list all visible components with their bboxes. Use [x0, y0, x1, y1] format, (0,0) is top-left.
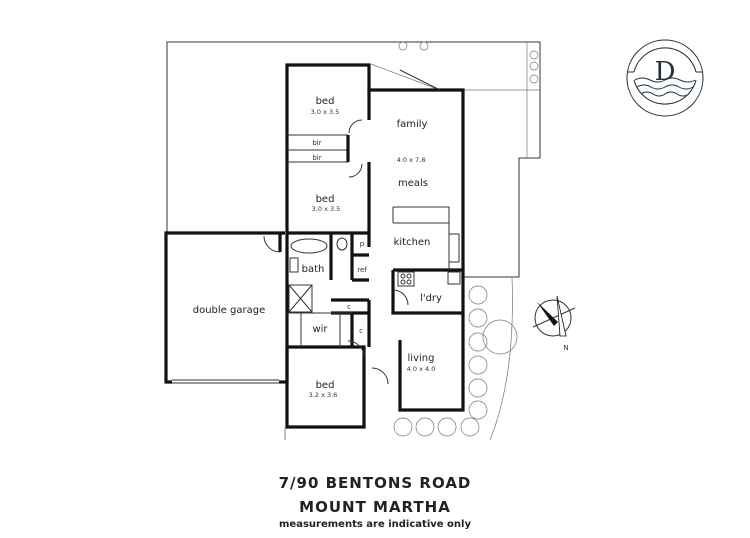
- house-walls: [285, 63, 465, 429]
- room-label: ref: [357, 266, 367, 274]
- garage: [164, 231, 286, 384]
- address-line2: MOUNT MARTHA: [299, 498, 451, 516]
- room-size: 3.2 x 3.6: [309, 391, 338, 399]
- room-label: living: [408, 353, 435, 364]
- lot-boundary: [166, 41, 541, 441]
- room-label: family: [397, 119, 428, 130]
- brand-logo: D: [626, 39, 704, 117]
- room-size: 3.0 x 3.5: [311, 108, 340, 116]
- logo-letter: D: [655, 57, 676, 87]
- room-label: wir: [312, 324, 328, 335]
- room-label: kitchen: [394, 237, 431, 248]
- room-label: bed: [316, 194, 335, 205]
- disclaimer: measurements are indicative only: [279, 519, 471, 530]
- room-label: c: [347, 303, 351, 311]
- room-label: double garage: [193, 305, 265, 316]
- north-compass-icon: N: [532, 295, 576, 352]
- room-label: p: [360, 240, 365, 248]
- room-label: bir: [312, 154, 321, 162]
- room-label: bath: [302, 264, 325, 275]
- room-label: bed: [316, 380, 335, 391]
- compass-label: N: [563, 344, 568, 352]
- room-label: l'dry: [420, 293, 442, 304]
- room-label: bir: [312, 139, 321, 147]
- room-size: 4.0 x 4.0: [407, 365, 436, 373]
- room-label: meals: [398, 178, 428, 189]
- room-size: 4.0 x 7.8: [397, 156, 426, 164]
- room-label: bed: [316, 96, 335, 107]
- room-label: c: [359, 327, 363, 335]
- trees: [393, 41, 539, 437]
- room-labels: bed 3.0 x 3.5 bir bir bed 3.0 x 3.5 fami…: [193, 96, 442, 399]
- address-line1: 7/90 BENTONS ROAD: [278, 474, 472, 492]
- room-size: 3.0 x 3.5: [312, 205, 341, 213]
